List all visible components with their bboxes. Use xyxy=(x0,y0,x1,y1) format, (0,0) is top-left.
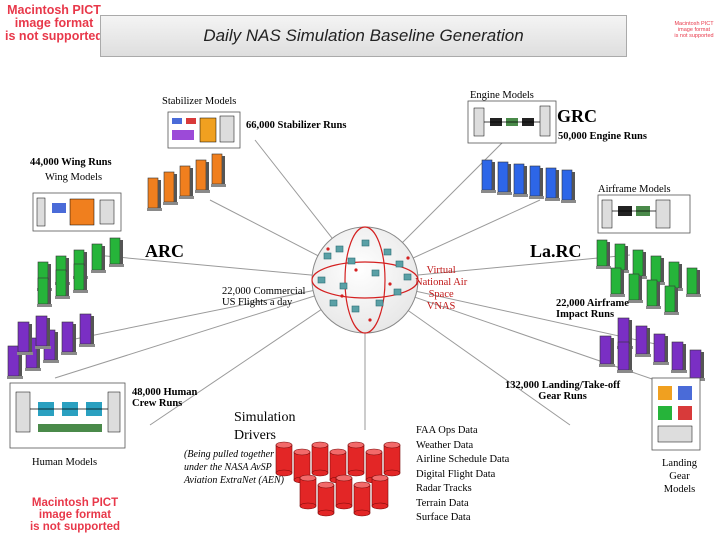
wing-runs-label: 44,000 Wing Runs xyxy=(30,157,112,168)
human-runs-label: 48,000 Human Crew Runs xyxy=(132,387,198,409)
stabilizer-runs-label: 66,000 Stabilizer Runs xyxy=(246,120,347,131)
human-model-thumbnail xyxy=(9,382,126,449)
server-clusters xyxy=(7,153,705,381)
larc-label: La.RC xyxy=(530,241,582,261)
arc-server-rack xyxy=(55,269,70,299)
human-server-rack xyxy=(17,321,33,355)
airframe-server-rack xyxy=(497,161,512,195)
arc-server-rack xyxy=(73,263,88,293)
simulation-drivers-label: Simulation Drivers xyxy=(234,410,296,443)
database-cylinder xyxy=(371,474,389,510)
database-cylinder xyxy=(317,481,335,517)
landing-gear-models-label: Landing Gear Models xyxy=(662,458,697,496)
data-source-item: Surface Data xyxy=(416,512,471,523)
airframe-server-rack xyxy=(481,159,496,193)
human-server-rack xyxy=(61,321,77,355)
wing-server-rack xyxy=(211,153,226,187)
human-server-rack xyxy=(7,345,23,379)
airframe-server-rack xyxy=(545,167,560,201)
wing-server-rack xyxy=(163,171,178,205)
simulation-driver-databases xyxy=(275,441,401,517)
landing-server-rack xyxy=(689,349,705,381)
larc-server-rack xyxy=(664,285,679,315)
wing-server-rack xyxy=(147,177,162,211)
arc-server-rack xyxy=(109,237,124,267)
landing-server-rack xyxy=(653,333,669,365)
landing-server-rack xyxy=(671,341,687,373)
commercial-flights-label: 22,000 Commercial US Flights a day xyxy=(222,286,306,308)
data-source-item: Digital Flight Data xyxy=(416,468,496,480)
larc-server-rack xyxy=(646,279,661,309)
landing-runs-label: 132,000 Landing/Take-off Gear Runs xyxy=(505,380,621,402)
data-source-item: FAA Ops Data xyxy=(416,425,478,436)
database-cylinder xyxy=(275,441,293,477)
database-cylinder xyxy=(335,474,353,510)
landing-server-rack xyxy=(617,341,633,373)
arc-server-rack xyxy=(91,243,106,273)
wing-models-label: Wing Models xyxy=(45,172,103,183)
engine-models-label: Engine Models xyxy=(470,90,534,101)
grc-label: GRC xyxy=(557,106,597,126)
human-models-label: Human Models xyxy=(32,457,98,468)
airframe-server-rack xyxy=(513,163,528,197)
wing-server-rack xyxy=(179,165,194,199)
human-server-rack xyxy=(79,313,95,347)
database-cylinder xyxy=(353,481,371,517)
wing-model-thumbnail xyxy=(32,192,122,232)
drivers-note-label: (Being pulled together under the NASA Av… xyxy=(184,449,284,486)
database-cylinder xyxy=(383,441,401,477)
larc-server-rack xyxy=(686,267,701,297)
engine-runs-label: 50,000 Engine Runs xyxy=(558,131,647,142)
larc-server-rack xyxy=(596,239,611,269)
larc-server-rack xyxy=(610,267,625,297)
wing-server-rack xyxy=(195,159,210,193)
airframe-server-rack xyxy=(561,169,576,203)
data-source-item: Weather Data xyxy=(416,439,474,451)
data-source-item: Terrain Data xyxy=(416,497,469,509)
airframe-runs-label: 22,000 Airframe Impact Runs xyxy=(556,298,629,320)
database-cylinder xyxy=(347,441,365,477)
airframe-model-thumbnail xyxy=(597,194,691,234)
airframe-server-rack xyxy=(529,165,544,199)
arc-server-rack xyxy=(37,277,52,307)
landing-server-rack xyxy=(599,335,615,367)
stabilizer-model-thumbnail xyxy=(167,111,241,149)
database-cylinder xyxy=(299,474,317,510)
human-server-rack xyxy=(35,315,51,349)
vnas-globe xyxy=(311,226,419,334)
larc-server-rack xyxy=(628,273,643,303)
page-title: Daily NAS Simulation Baseline Generation xyxy=(100,15,627,57)
vnas-label: Virtual National Air Space VNAS xyxy=(415,265,468,313)
data-source-item: Airline Schedule Data xyxy=(416,454,510,465)
landing-server-rack xyxy=(635,325,651,357)
data-source-item: Radar Tracks xyxy=(416,483,472,494)
landing-gear-model-thumbnail xyxy=(651,377,701,451)
airframe-models-label: Airframe Models xyxy=(598,184,671,195)
data-source-list: FAA Ops Data Weather Data Airline Schedu… xyxy=(416,424,509,526)
arc-label: ARC xyxy=(145,241,184,261)
stabilizer-models-label: Stabilizer Models xyxy=(162,96,237,107)
database-cylinder xyxy=(311,441,329,477)
engine-model-thumbnail xyxy=(467,100,557,144)
